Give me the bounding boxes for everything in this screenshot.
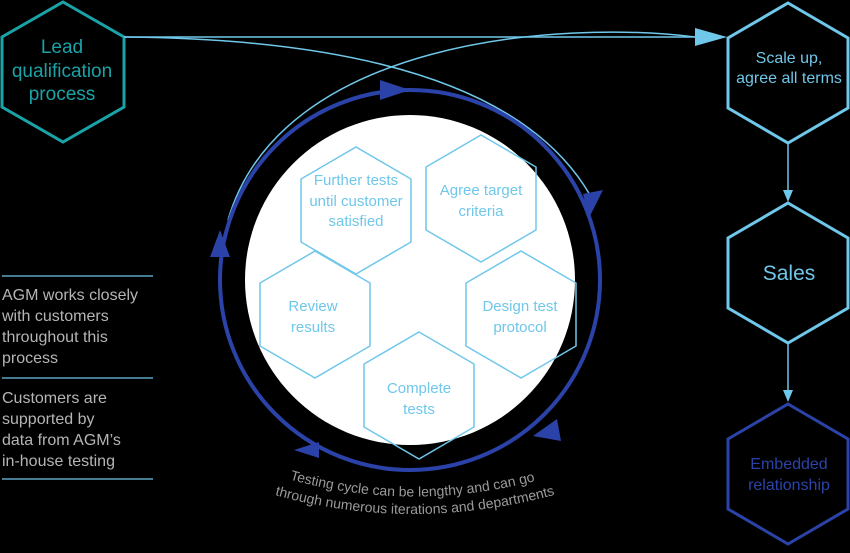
cycle-arrow-lower-right (533, 419, 561, 441)
cycle-arrow-top (380, 80, 410, 100)
complete-tests-line1: Complete (387, 380, 451, 397)
note2-line3: data from AGM’s (2, 432, 121, 449)
scale-arrowhead (695, 28, 727, 46)
scale-up-node: Scale up, agree all terms (726, 1, 850, 145)
lead-label-line3: process (29, 84, 96, 105)
testing-cycle-disc (245, 115, 575, 445)
review-results-step: Review results (259, 250, 371, 379)
note-testing-data: Customers are supported by data from AGM… (2, 390, 121, 470)
note1-line2: with customers (1, 308, 109, 325)
review-results-hexagon (259, 250, 371, 379)
review-results-line2: results (291, 319, 335, 336)
sales-label: Sales (763, 262, 816, 285)
embedded-relationship-node: Embedded relationship (726, 402, 850, 546)
complete-tests-line2: tests (403, 401, 435, 418)
agree-target-hexagon (425, 134, 537, 263)
review-results-line1: Review (288, 298, 337, 315)
lead-qualification-node: Lead qualification process (0, 0, 126, 144)
sales-node: Sales (726, 201, 850, 345)
scale-up-line2: agree all terms (736, 70, 842, 87)
agree-target-line2: criteria (458, 203, 504, 220)
embedded-relationship-hexagon (726, 402, 850, 546)
design-test-step: Design test protocol (465, 250, 577, 379)
agree-target-step: Agree target criteria (425, 134, 537, 263)
sales-to-embedded-arrowhead (783, 390, 793, 402)
further-tests-line3: satisfied (328, 213, 383, 230)
complete-tests-step: Complete tests (363, 331, 475, 460)
note1-line3: throughout this (2, 329, 108, 346)
scale-up-line1: Scale up, (756, 50, 823, 67)
agree-target-line1: Agree target (440, 182, 523, 199)
design-test-line2: protocol (493, 319, 546, 336)
lead-to-cycle-connector (123, 36, 591, 196)
note2-line2: supported by (2, 411, 95, 428)
note1-line1: AGM works closely (2, 287, 138, 304)
further-tests-line2: until customer (309, 193, 402, 210)
note1-line4: process (2, 350, 58, 367)
scale-to-sales-arrowhead (783, 190, 793, 202)
cycle-arrow-right (583, 190, 603, 218)
lead-label-line2: qualification (12, 61, 112, 82)
cycle-arrow-bottom (294, 442, 319, 458)
note-collaboration: AGM works closely with customers through… (1, 287, 138, 367)
lead-label-line1: Lead (41, 37, 83, 58)
cycle-arrow-left (210, 230, 230, 257)
cycle-to-scale-connector (227, 31, 696, 221)
note2-line1: Customers are (2, 390, 107, 407)
design-test-line1: Design test (482, 298, 558, 315)
note2-line4: in-house testing (2, 453, 115, 470)
design-test-hexagon (465, 250, 577, 379)
embedded-line1: Embedded (750, 456, 827, 473)
complete-tests-hexagon (363, 331, 475, 460)
further-tests-line1: Further tests (314, 172, 398, 189)
embedded-line2: relationship (748, 477, 830, 494)
